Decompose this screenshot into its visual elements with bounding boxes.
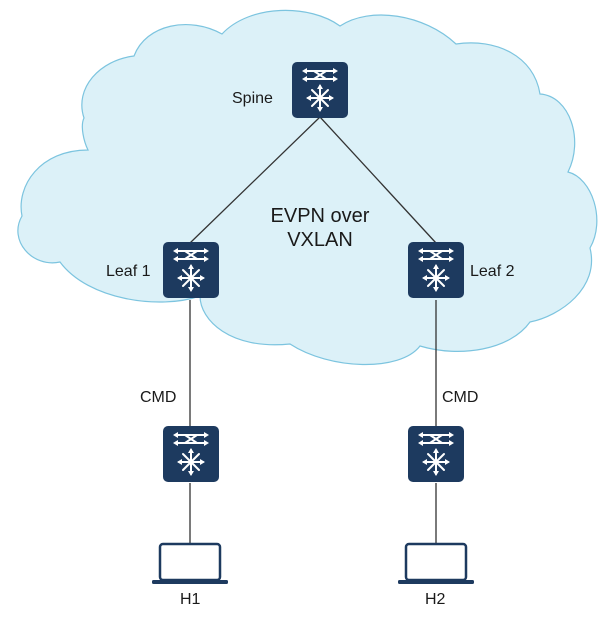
h1-laptop-icon bbox=[150, 542, 230, 586]
spine-label: Spine bbox=[232, 90, 273, 107]
links bbox=[189, 116, 437, 544]
spine-leaf2-link bbox=[319, 116, 437, 244]
leaf1-label: Leaf 1 bbox=[106, 263, 151, 280]
cmd-left-label: CMD bbox=[140, 389, 177, 406]
fabric-label: EVPN over VXLAN bbox=[258, 204, 382, 252]
spine-leaf1-link bbox=[189, 116, 321, 244]
leaf2-switch-icon bbox=[407, 241, 465, 299]
leaf1-switch-icon bbox=[162, 241, 220, 299]
spine-switch-icon bbox=[291, 61, 349, 119]
h1-label: H1 bbox=[180, 591, 201, 608]
fabric-label-line2: VXLAN bbox=[287, 229, 353, 251]
cmd-right-label: CMD bbox=[442, 389, 479, 406]
h2-label: H2 bbox=[425, 591, 446, 608]
fabric-label-line1: EVPN over bbox=[270, 205, 370, 227]
h2-laptop-icon bbox=[396, 542, 476, 586]
leaf2-label: Leaf 2 bbox=[470, 263, 515, 280]
access2-switch-icon bbox=[407, 425, 465, 483]
access1-switch-icon bbox=[162, 425, 220, 483]
